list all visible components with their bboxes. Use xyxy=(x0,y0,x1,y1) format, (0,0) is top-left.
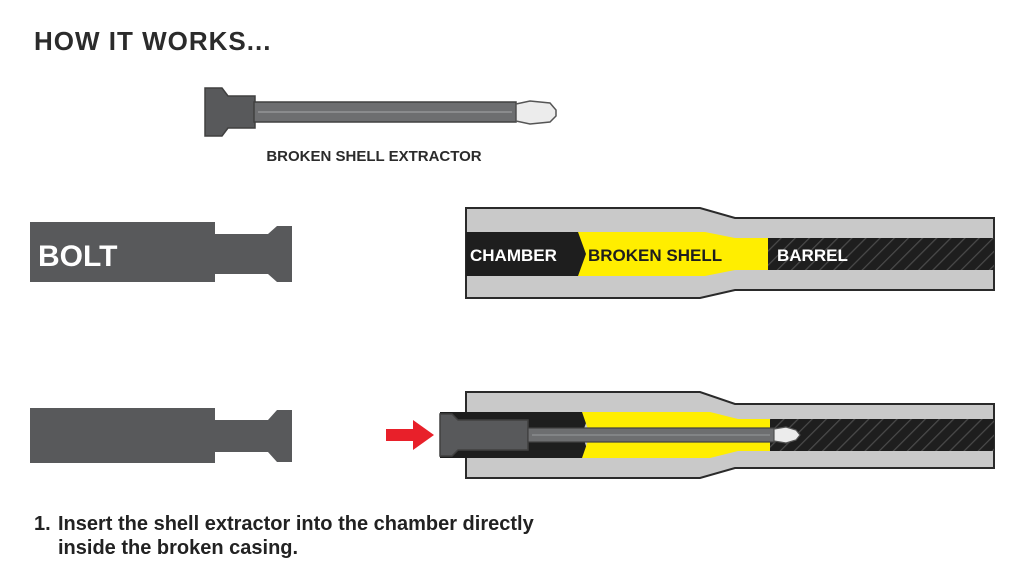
inserted-extractor-tip xyxy=(773,426,801,444)
instruction-line-1: Insert the shell extractor into the cham… xyxy=(58,513,534,535)
extractor-label: BROKEN SHELL EXTRACTOR xyxy=(266,148,481,165)
page-title: HOW IT WORKS... xyxy=(34,26,272,56)
inserted-extractor-head xyxy=(439,413,529,457)
extractor-tool xyxy=(204,87,557,137)
extractor-tip xyxy=(515,100,557,125)
bolt-label: BOLT xyxy=(38,240,117,273)
broken-shell xyxy=(578,232,768,276)
instruction-line-2: inside the broken casing. xyxy=(58,537,299,559)
right-arrow-icon xyxy=(386,420,434,450)
extractor-head xyxy=(204,87,256,137)
barrel-cross-section xyxy=(465,207,995,299)
broken-shell-label: BROKEN SHELL xyxy=(588,246,722,265)
bolt-lower xyxy=(30,408,292,463)
barrel-label: BARREL xyxy=(777,246,848,265)
barrel-with-extractor xyxy=(439,391,995,479)
chamber-label: CHAMBER xyxy=(470,246,557,265)
chamber-area xyxy=(466,232,596,276)
instruction-text: 1. Insert the shell extractor into the ch… xyxy=(34,512,534,560)
bolt xyxy=(30,222,292,282)
step-number: 1. xyxy=(34,513,51,535)
